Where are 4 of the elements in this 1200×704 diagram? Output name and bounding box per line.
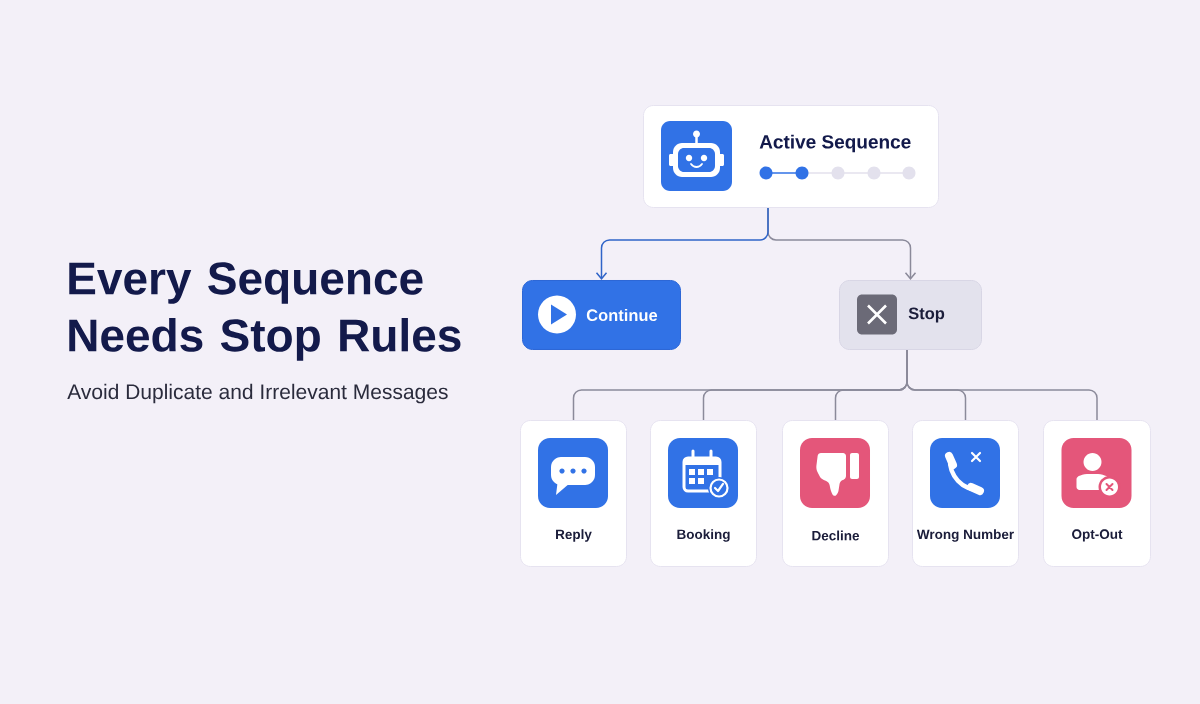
subheading: Avoid Duplicate and Irrelevant Messages: [67, 383, 448, 404]
connector-line: [906, 349, 1098, 421]
heading: Every Sequence Needs Stop Rules: [69, 262, 461, 361]
arrow: [595, 207, 769, 280]
